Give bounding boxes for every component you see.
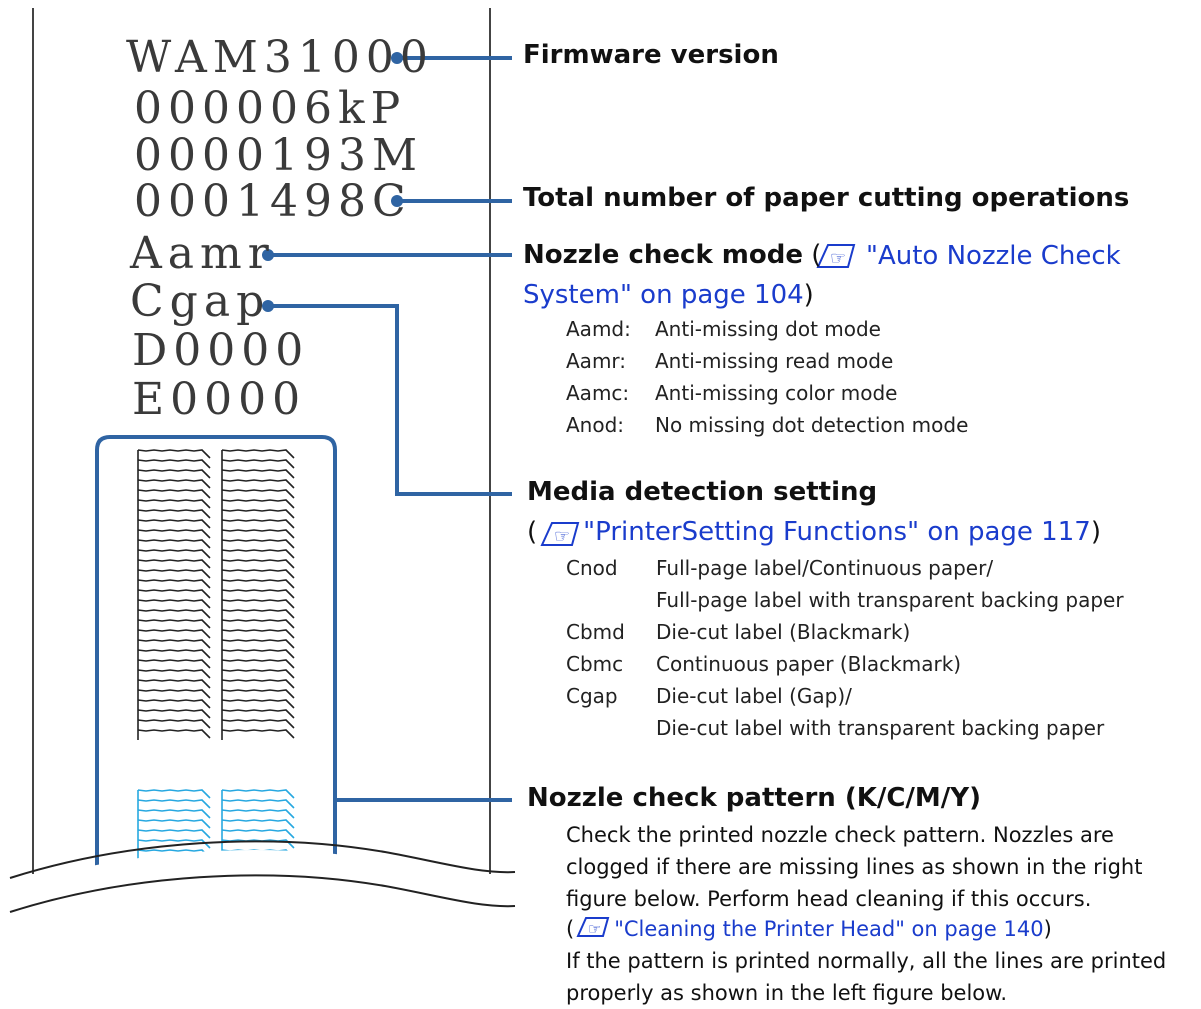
auto-nozzle-check-link-line2-wrap: System" on page 104) bbox=[523, 280, 814, 310]
pattern-frame bbox=[95, 435, 337, 990]
media-desc-cbmd: Die-cut label (Blackmark) bbox=[656, 620, 911, 644]
media-desc-cbmc: Continuous paper (Blackmark) bbox=[656, 652, 962, 676]
nozzle-pattern-label: Nozzle check pattern (K/C/M/Y) bbox=[527, 783, 982, 813]
printout-line-e: E0000 bbox=[132, 374, 307, 425]
media-detection-label: Media detection setting bbox=[527, 477, 878, 507]
media-code-cbmd: Cbmd bbox=[566, 620, 625, 644]
svg-text:☞: ☞ bbox=[588, 920, 601, 938]
cleaning-printer-head-link[interactable]: "Cleaning the Printer Head" on page 140 bbox=[614, 917, 1044, 941]
paper-torn-edge-lower bbox=[9, 874, 516, 913]
auto-nozzle-check-link-line2[interactable]: System" on page 104 bbox=[523, 280, 804, 310]
nozzle-mode-code-aamd: Aamd: bbox=[566, 317, 631, 341]
nozzle-pattern-para1-line2: clogged if there are missing lines as sh… bbox=[566, 855, 1143, 879]
nozzle-check-mode-title: Nozzle check mode bbox=[523, 240, 803, 270]
nozzle-pattern-column bbox=[221, 449, 295, 739]
printout-line-counter-1: 000006kP bbox=[134, 83, 407, 134]
media-code-cnod: Cnod bbox=[566, 556, 618, 580]
media-detection-link-wrap: ("PrinterSetting Functions" on page 117) bbox=[527, 517, 1101, 547]
auto-nozzle-check-link-line1[interactable]: "Auto Nozzle Check bbox=[866, 241, 1121, 271]
svg-text:☞: ☞ bbox=[554, 526, 570, 547]
nozzle-mode-desc-aamd: Anti-missing dot mode bbox=[655, 317, 881, 341]
media-desc-cnod-line1: Full-page label/Continuous paper/ bbox=[656, 556, 994, 580]
firmware-version-label: Firmware version bbox=[523, 40, 779, 70]
cleaning-link-wrap: ("Cleaning the Printer Head" on page 140… bbox=[566, 917, 1052, 941]
book-hand-icon: ☞ bbox=[540, 522, 580, 547]
nozzle-check-mode-label: Nozzle check mode ( bbox=[523, 240, 822, 270]
nozzle-pattern-column bbox=[137, 449, 211, 739]
printout-line-d: D0000 bbox=[132, 325, 310, 376]
media-code-cbmc: Cbmc bbox=[566, 652, 624, 676]
nozzle-pattern-para1-line1: Check the printed nozzle check pattern. … bbox=[566, 823, 1114, 847]
svg-text:☞: ☞ bbox=[830, 248, 846, 269]
nozzle-mode-code-anod: Anod: bbox=[566, 413, 625, 437]
nozzle-mode-desc-aamr: Anti-missing read mode bbox=[655, 349, 894, 373]
nozzle-mode-desc-aamc: Anti-missing color mode bbox=[655, 381, 898, 405]
leader-nozzle-mode bbox=[262, 249, 512, 261]
leader-cutting bbox=[391, 195, 512, 207]
leader-firmware bbox=[391, 52, 512, 64]
media-desc-cgap-line2: Die-cut label with transparent backing p… bbox=[656, 716, 1105, 740]
nozzle-pattern-para2-line2: properly as shown in the left figure bel… bbox=[566, 981, 1008, 1005]
nozzle-mode-code-aamc: Aamc: bbox=[566, 381, 630, 405]
printout-line-counter-2: 0000193M bbox=[134, 130, 424, 181]
nozzle-mode-desc-anod: No missing dot detection mode bbox=[655, 413, 969, 437]
media-desc-cnod-line2: Full-page label with transparent backing… bbox=[656, 588, 1124, 612]
printout-line-nozzle-mode: Aamr bbox=[130, 228, 275, 279]
nozzle-pattern-para1-line3: figure below. Perform head cleaning if t… bbox=[566, 887, 1092, 911]
media-desc-cgap-line1: Die-cut label (Gap)/ bbox=[656, 684, 852, 708]
paper-torn-edge-fill bbox=[0, 850, 520, 1009]
printout-line-firmware: WAM31000 bbox=[126, 32, 434, 83]
leader-media-detection bbox=[262, 300, 512, 496]
cutting-count-label: Total number of paper cutting operations bbox=[523, 183, 1130, 213]
printout-line-media-setting: Cgap bbox=[130, 276, 271, 327]
black-nozzle-pattern bbox=[137, 449, 295, 740]
nozzle-pattern-para2-line1: If the pattern is printed normally, all … bbox=[566, 949, 1167, 973]
printout-line-cutting-count: 0001498C bbox=[134, 176, 412, 227]
nozzle-mode-code-aamr: Aamr: bbox=[566, 349, 627, 373]
media-code-cgap: Cgap bbox=[566, 684, 618, 708]
printer-setting-functions-link[interactable]: "PrinterSetting Functions" on page 117 bbox=[583, 517, 1091, 547]
paper-torn-edge-upper bbox=[9, 840, 516, 879]
book-hand-icon: ☞ bbox=[816, 244, 856, 269]
book-hand-icon: ☞ bbox=[576, 917, 610, 938]
